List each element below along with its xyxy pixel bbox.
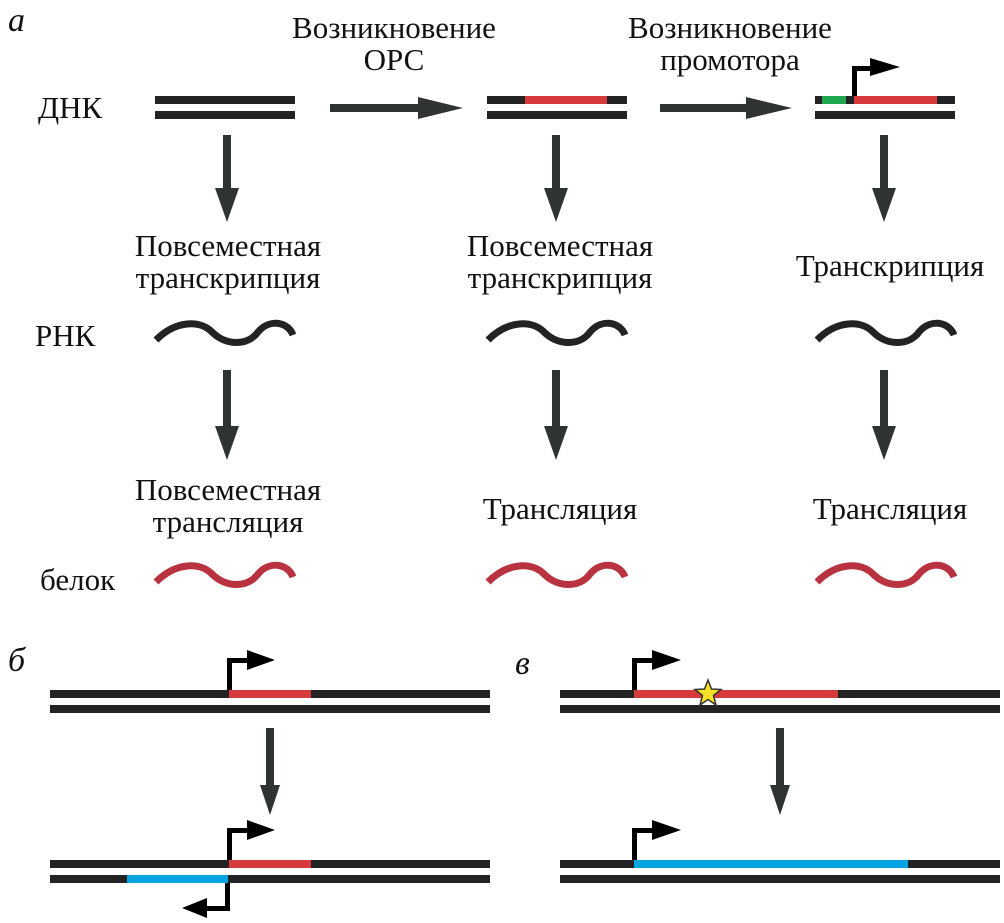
dna-col1 [155,96,295,119]
col2-transcription-line2: транскрипция [467,260,653,295]
promoter-segment [822,96,846,104]
panel-label-c: в [515,645,530,682]
panel-label-a: а [8,2,25,39]
tss-arrow-icon [632,650,681,690]
tss-arrow-icon [227,820,275,860]
orf-segment [634,690,838,698]
panel-b-dna-before [50,650,490,713]
down-arrow-rna-protein-col1 [215,370,239,460]
promoter-origin-caption: Возникновение промотора [604,12,856,76]
mutation-star-icon [692,677,724,707]
col2-transcription-label: Повсеместная транскрипция [440,230,680,294]
col3-translation-line1: Трансляция [812,491,968,526]
antisense-segment [127,875,228,883]
promoter-origin-line1: Возникновение [628,10,832,45]
panel-label-b: б [8,642,26,679]
down-arrow-dna-rna-col3 [872,135,896,222]
down-arrow-dna-rna-col2 [544,135,568,222]
col1-translation-label: Повсеместная трансляция [108,474,348,538]
panel-b-dna-after [50,820,490,918]
orf-segment [229,690,311,698]
rna-wave-col2 [485,319,629,346]
col3-translation-label: Трансляция [770,493,1004,525]
col2-translation-line1: Трансляция [482,491,638,526]
reverse-tss-arrow-icon [182,883,230,918]
col2-transcription-line1: Повсеместная [466,228,654,263]
antisense-segment [634,860,908,868]
arrow-promoter-origin [660,97,792,119]
col1-transcription-line1: Повсеместная [134,228,322,263]
protein-label: белок [40,562,116,597]
protein-wave-col1 [153,561,297,588]
col1-translation-line2: трансляция [152,504,304,539]
col3-transcription-line1: Транскрипция [795,248,985,283]
col1-translation-line1: Повсеместная [134,472,322,507]
col1-transcription-label: Повсеместная транскрипция [108,230,348,294]
promoter-origin-line2: промотора [660,42,800,77]
orf-segment [525,96,607,104]
tss-arrow-icon [227,650,275,690]
dna-label: ДНК [38,90,103,125]
orf-segment [229,860,311,868]
orf-origin-line2: ОРС [363,42,425,77]
dna-col3 [815,58,955,119]
col1-transcription-line2: транскрипция [135,260,321,295]
rna-wave-col1 [153,319,297,346]
panel-c-dna-after [560,820,1000,883]
panel-c-down-arrow [770,728,790,815]
panel-c-dna-before [560,650,1000,713]
col3-transcription-label: Транскрипция [770,250,1004,282]
orf-origin-caption: Возникновение ОРС [268,12,520,76]
orf-origin-line1: Возникновение [292,10,496,45]
down-arrow-dna-rna-col1 [215,135,239,222]
col2-translation-label: Трансляция [440,493,680,525]
tss-arrow-icon [852,58,900,96]
panel-b-down-arrow [260,728,280,815]
down-arrow-rna-protein-col2 [544,370,568,460]
arrow-orf-origin [330,97,463,119]
down-arrow-rna-protein-col3 [872,370,896,460]
dna-col2 [487,96,627,119]
protein-wave-col2 [485,561,629,588]
rna-label: РНК [35,318,96,353]
orf-segment [854,96,937,104]
tss-arrow-icon [632,820,681,860]
protein-wave-col3 [814,561,958,588]
rna-wave-col3 [814,319,958,346]
